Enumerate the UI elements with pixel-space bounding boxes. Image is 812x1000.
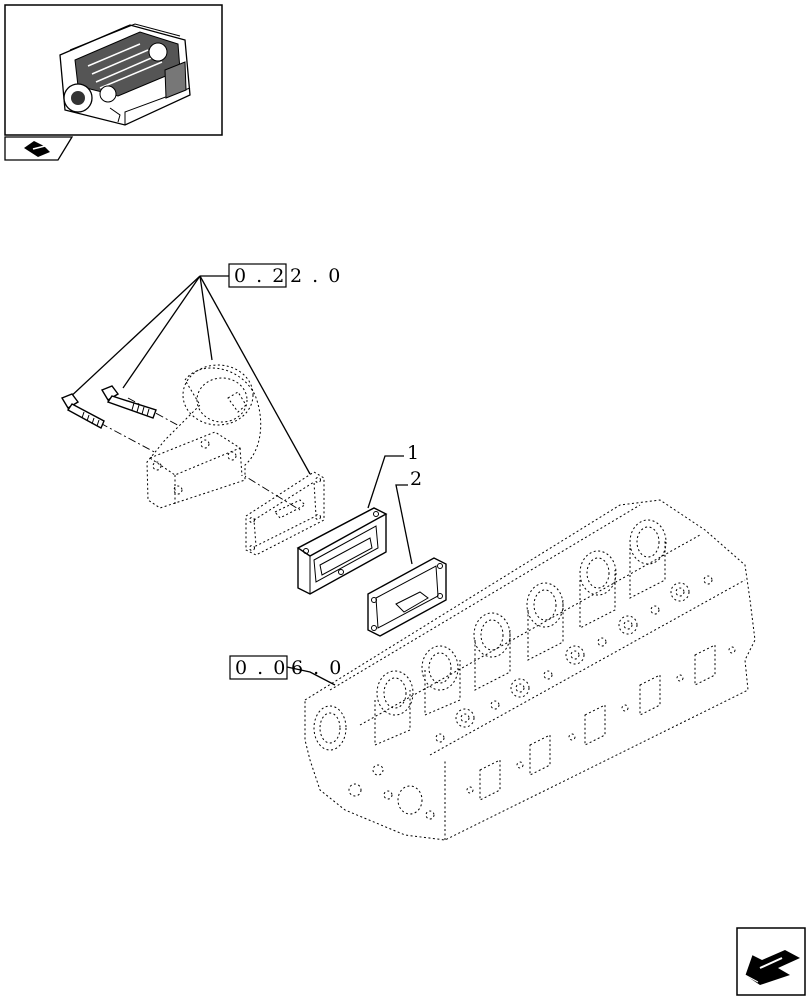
ref-top-leaders bbox=[66, 275, 311, 475]
next-page-arrow-icon bbox=[744, 950, 800, 985]
callout-1-label: 1 bbox=[407, 442, 419, 464]
next-page-button[interactable] bbox=[736, 927, 806, 996]
bolt-1 bbox=[60, 393, 105, 429]
partitions bbox=[374, 540, 666, 746]
side-windows bbox=[466, 644, 736, 801]
callout-2-label: 2 bbox=[410, 468, 422, 490]
ref-label-top[interactable]: 0 . 2 2 . 0 bbox=[228, 263, 342, 288]
ref-bottom-rest: 6 . 0 bbox=[291, 657, 343, 679]
part-1-plate[interactable] bbox=[296, 507, 388, 595]
engine-thumbnail[interactable] bbox=[4, 4, 223, 136]
engine-thumbnail-icon bbox=[59, 23, 191, 126]
callout-1[interactable]: 1 bbox=[367, 442, 419, 509]
prev-page-tab[interactable] bbox=[4, 136, 74, 161]
flange-gasket bbox=[245, 471, 325, 556]
ref-top-boxed: 0 . 2 bbox=[234, 265, 286, 287]
prev-page-icon bbox=[24, 141, 50, 157]
part-2-gasket[interactable] bbox=[367, 557, 447, 637]
ref-bottom-boxed: 0 . 0 bbox=[235, 657, 287, 679]
bolt-2 bbox=[100, 385, 157, 419]
cylinder-head bbox=[304, 499, 756, 841]
upper-assembly bbox=[60, 364, 325, 556]
flange-housing bbox=[146, 364, 262, 509]
callout-2[interactable]: 2 bbox=[395, 468, 422, 565]
ref-top-rest: 2 . 0 bbox=[290, 265, 342, 287]
holes bbox=[435, 575, 713, 743]
ref-label-bottom[interactable]: 0 . 0 6 . 0 bbox=[229, 655, 343, 686]
